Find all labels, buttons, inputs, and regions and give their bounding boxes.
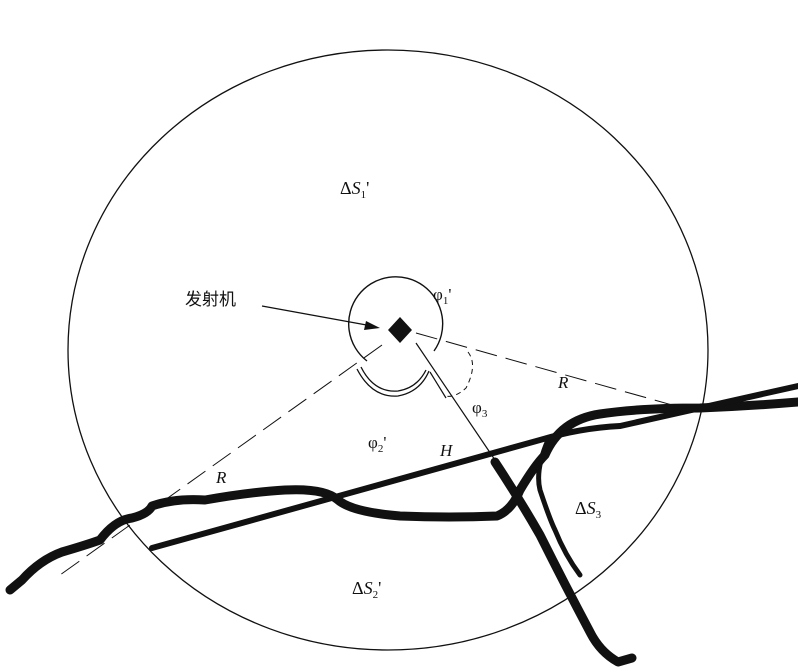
label-phi2: φ2' xyxy=(368,433,386,455)
radius-line-left xyxy=(59,344,383,576)
label-phi3: φ3 xyxy=(472,398,488,420)
phi2-arc-inner xyxy=(360,366,427,392)
label-r-left: R xyxy=(215,468,227,487)
label-delta-s1: ΔS1' xyxy=(340,178,369,201)
road-winding xyxy=(5,397,798,595)
label-delta-s3: ΔS3 xyxy=(575,498,602,521)
radius-line-right xyxy=(415,332,691,411)
road-branch xyxy=(536,437,583,578)
label-transmitter: 发射机 xyxy=(185,290,236,310)
phi2-arc xyxy=(356,368,430,397)
phi3-arc xyxy=(445,351,473,397)
label-delta-s2: ΔS2' xyxy=(352,578,381,601)
label-r-right: R xyxy=(557,373,569,392)
transmitter-arrow-head xyxy=(364,321,380,330)
label-h: H xyxy=(439,441,454,460)
transmitter-arrow-line xyxy=(261,305,373,327)
label-phi1: φ1' xyxy=(433,285,451,307)
road-straight xyxy=(149,383,798,551)
transmitter-diamond xyxy=(388,317,412,343)
road-branch-diagonal xyxy=(490,457,637,667)
height-line xyxy=(415,342,496,461)
height-line-solid xyxy=(429,371,447,399)
phi1-arc xyxy=(348,276,444,362)
coverage-circle xyxy=(67,49,709,651)
